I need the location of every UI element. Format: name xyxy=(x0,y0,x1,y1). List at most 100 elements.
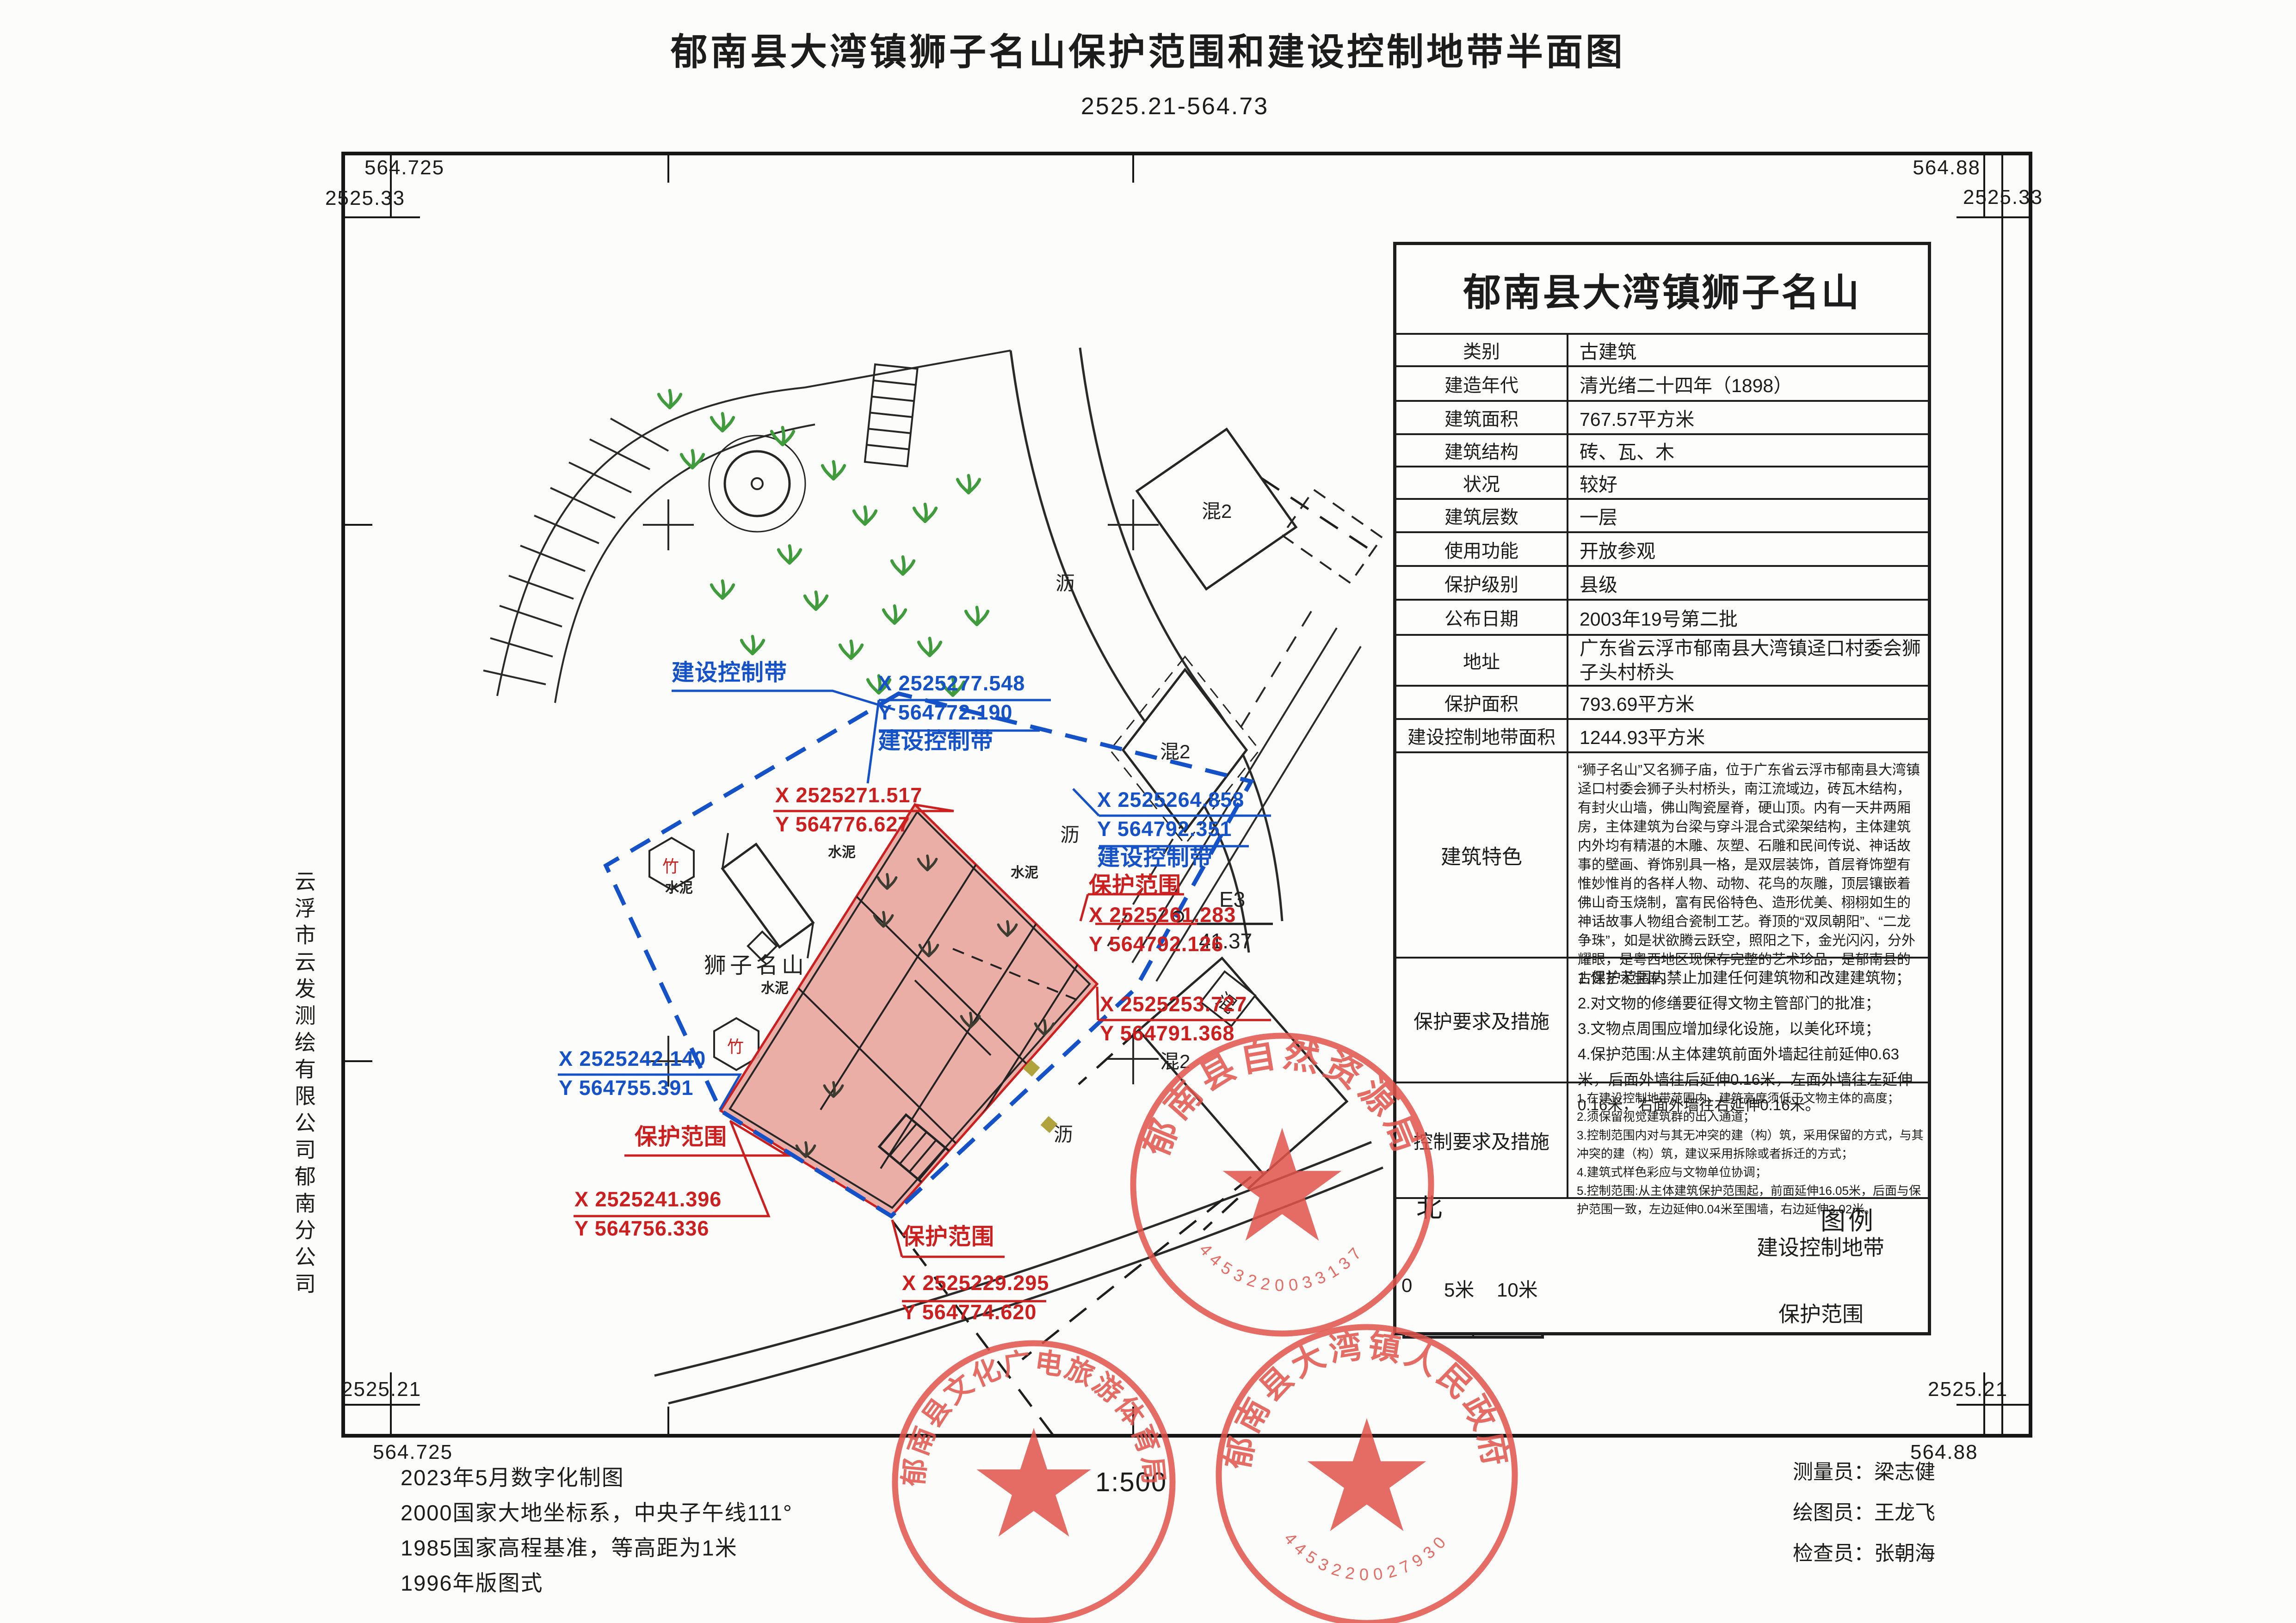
row-level-value: 县级 xyxy=(1580,574,1617,596)
row-area-label: 建筑面积 xyxy=(1396,402,1568,433)
legend-cell xyxy=(1396,1197,1928,1332)
row-condition-value: 较好 xyxy=(1580,474,1617,495)
callout-c4-x: X 2525271.517 xyxy=(775,783,923,807)
protect-item-3: 3.文物点周围应增加绿化设施，以美化环境； xyxy=(1578,1020,1881,1037)
pond-circle xyxy=(708,435,806,533)
map-frame xyxy=(341,152,2032,1438)
row-era-value: 清光绪二十四年（1898） xyxy=(1580,375,1793,396)
control-point-e3 xyxy=(1172,910,1273,925)
callout-c9-y: Y 564756.336 xyxy=(574,1217,710,1240)
note-elevation: 1985国家高程基准，等高距为1米 xyxy=(401,1536,738,1560)
heritage-info-table: 郁南县大湾镇狮子名山 类别古建筑 建造年代清光绪二十四年（1898） 建筑面积 7… xyxy=(1393,242,1931,1335)
callout-c2-y: Y 564772.190 xyxy=(878,701,1013,724)
legend-title: 图例 xyxy=(1821,1207,1876,1235)
row-category-label: 类别 xyxy=(1396,335,1568,365)
row-level-label: 保护级别 xyxy=(1396,567,1568,599)
callout-c10-label: 保护范围 xyxy=(902,1224,995,1249)
row-function-value: 开放参观 xyxy=(1580,540,1655,562)
callout-c6-y: Y 564791.368 xyxy=(1100,1021,1235,1045)
shed xyxy=(721,833,815,962)
row-announce-value: 2003年19号第二批 xyxy=(1580,609,1738,630)
callout-c6: X 2525253.727 Y 564791.368 xyxy=(1100,990,1247,1048)
callout-c3-x: X 2525264.858 xyxy=(1097,788,1245,812)
control-item-4: 4.建筑式样色彩应与文物单位协调； xyxy=(1577,1165,1767,1179)
sheet-number: 2525.21-564.73 xyxy=(1080,93,1269,120)
callout-c2: X 2525277.548 Y 564772.190 建设控制带 xyxy=(878,669,1025,756)
callout-c5-label: 保护范围 xyxy=(1089,873,1182,898)
callout-c3-label: 建设控制带 xyxy=(1097,845,1213,870)
stairs-symbol xyxy=(864,363,919,467)
row-protect-area-label: 保护面积 xyxy=(1396,687,1568,718)
north-label: 北 xyxy=(1416,1193,1442,1223)
grid-label-top-right-northing: 2525.33 xyxy=(1963,186,2043,209)
control-item-2: 2.须保留视觉建筑群的出入通道； xyxy=(1577,1110,1755,1124)
protect-item-2: 2.对文物的修缮要征得文物主管部门的批准； xyxy=(1578,995,1881,1012)
callout-c10-y: Y 564774.620 xyxy=(902,1300,1037,1324)
row-floors-label: 建筑层数 xyxy=(1396,500,1568,531)
control-item-5: 5.控制范围:从主体建筑保护范围起，前面延伸16.05米，后面与保护范围一致，左… xyxy=(1577,1184,1921,1216)
note-symbology: 1996年版图式 xyxy=(401,1571,543,1595)
feature-section-label: 建筑特色 xyxy=(1396,753,1568,957)
label-cement-2: 水泥 xyxy=(1011,865,1038,880)
callout-c9: X 2525241.396 Y 564756.336 xyxy=(574,1185,722,1243)
row-structure-label: 建筑结构 xyxy=(1396,435,1568,466)
label-bamboo-1: 竹 xyxy=(662,857,679,876)
protect-section-items: 1.保护范围内禁止加建任何建筑物和改建建筑物； 2.对文物的修缮要征得文物主管部… xyxy=(1568,959,1928,1113)
row-address-value: 广东省云浮市郁南县大湾镇迳口村委会狮子头村桥头 xyxy=(1580,638,1921,683)
note-digitized: 2023年5月数字化制图 xyxy=(401,1465,624,1490)
scale-tick-0: 0 xyxy=(1401,1274,1413,1296)
map-notes: 2023年5月数字化制图 2000国家大地坐标系，中央子午线111° 1985国… xyxy=(401,1460,793,1601)
callout-c4: X 2525271.517 Y 564776.627 xyxy=(775,781,922,839)
info-table-title: 郁南县大湾镇狮子名山 xyxy=(1463,271,1861,314)
callout-c6-x: X 2525253.727 xyxy=(1100,992,1247,1016)
callout-c9-x: X 2525241.396 xyxy=(574,1187,722,1211)
grid-label-bottom-left-northing: 2525.21 xyxy=(341,1378,422,1401)
row-control-area-label: 建设控制地带面积 xyxy=(1396,720,1568,751)
callout-c2-x: X 2525277.548 xyxy=(878,671,1025,695)
page-title: 郁南县大湾镇狮子名山保护范围和建设控制地带半面图 xyxy=(671,31,1625,73)
label-asphalt-3: 沥 xyxy=(1054,1124,1074,1145)
scale-tick-10: 10米 xyxy=(1497,1279,1538,1301)
label-cement-1: 水泥 xyxy=(828,845,856,860)
row-floors-value: 一层 xyxy=(1580,507,1617,528)
credits: 测量员：梁志健 绘图员：王龙飞 检查员：张朝海 xyxy=(1793,1452,1935,1574)
protect-section-label: 保护要求及措施 xyxy=(1396,959,1568,1082)
row-address-label: 地址 xyxy=(1396,636,1568,685)
note-datum: 2000国家大地坐标系，中央子午线111° xyxy=(401,1500,793,1525)
slope-hatching xyxy=(483,350,1011,703)
credit-inspector: 检查员：张朝海 xyxy=(1793,1542,1935,1565)
row-protect-area-value: 793.69平方米 xyxy=(1580,694,1695,715)
grid-label-top-right-easting: 564.88 xyxy=(1913,156,1981,179)
row-category-value: 古建筑 xyxy=(1580,341,1636,363)
label-bamboo-2: 竹 xyxy=(727,1037,744,1056)
callout-c10: 保护范围 X 2525229.295 Y 564774.620 xyxy=(902,1223,1049,1327)
label-asphalt-1: 沥 xyxy=(1055,572,1075,594)
label-asphalt-2: 沥 xyxy=(1060,824,1080,846)
protect-item-4: 4.保护范围:从主体建筑前面外墙起往前延伸0.63米，后面外墙往后延伸0.16米… xyxy=(1578,1045,1913,1113)
callout-leaders-red xyxy=(574,803,1271,1303)
callout-c4-y: Y 564776.627 xyxy=(775,812,910,836)
hexagon-pavilions xyxy=(648,836,759,1071)
control-section-label: 控制要求及措施 xyxy=(1396,1083,1568,1197)
map-scale: 1:500 xyxy=(1095,1467,1167,1497)
grid-label-bottom-right-northing: 2525.21 xyxy=(1928,1378,2008,1401)
row-condition-label: 状况 xyxy=(1396,467,1568,498)
control-item-3: 3.控制范围内对与其无冲突的建（构）筑，采用保留的方式，与其冲突的建（构）筑，建… xyxy=(1577,1128,1924,1161)
row-era-label: 建造年代 xyxy=(1396,367,1568,400)
callout-c5: 保护范围 X 2525261.283 Y 564792.126 xyxy=(1089,871,1236,959)
label-e3-name: E3 xyxy=(1219,887,1246,911)
label-e3-value: 41.37 xyxy=(1199,929,1253,953)
control-zone-boundary xyxy=(603,691,1254,1219)
label-mountain-name: 狮子名山 xyxy=(704,953,808,978)
feature-section-text: “狮子名山”又名狮子庙，位于广东省云浮市郁南县大湾镇迳口村委会狮子头村桥头，南江… xyxy=(1578,762,1920,986)
callout-c8: 保护范围 xyxy=(635,1125,728,1150)
legend-label-control-zone: 建设控制地带 xyxy=(1757,1236,1884,1260)
callout-c5-x: X 2525261.283 xyxy=(1089,903,1236,927)
grid-label-top-left-northing: 2525.33 xyxy=(325,187,406,209)
grid-label-bottom-left-easting: 564.725 xyxy=(373,1441,453,1463)
callout-control-zone-1: 建设控制带 xyxy=(672,660,788,685)
label-concrete2-1: 混2 xyxy=(1202,500,1232,522)
grid-label-bottom-right-easting: 564.88 xyxy=(1910,1441,1978,1463)
tree-symbols xyxy=(659,390,988,695)
